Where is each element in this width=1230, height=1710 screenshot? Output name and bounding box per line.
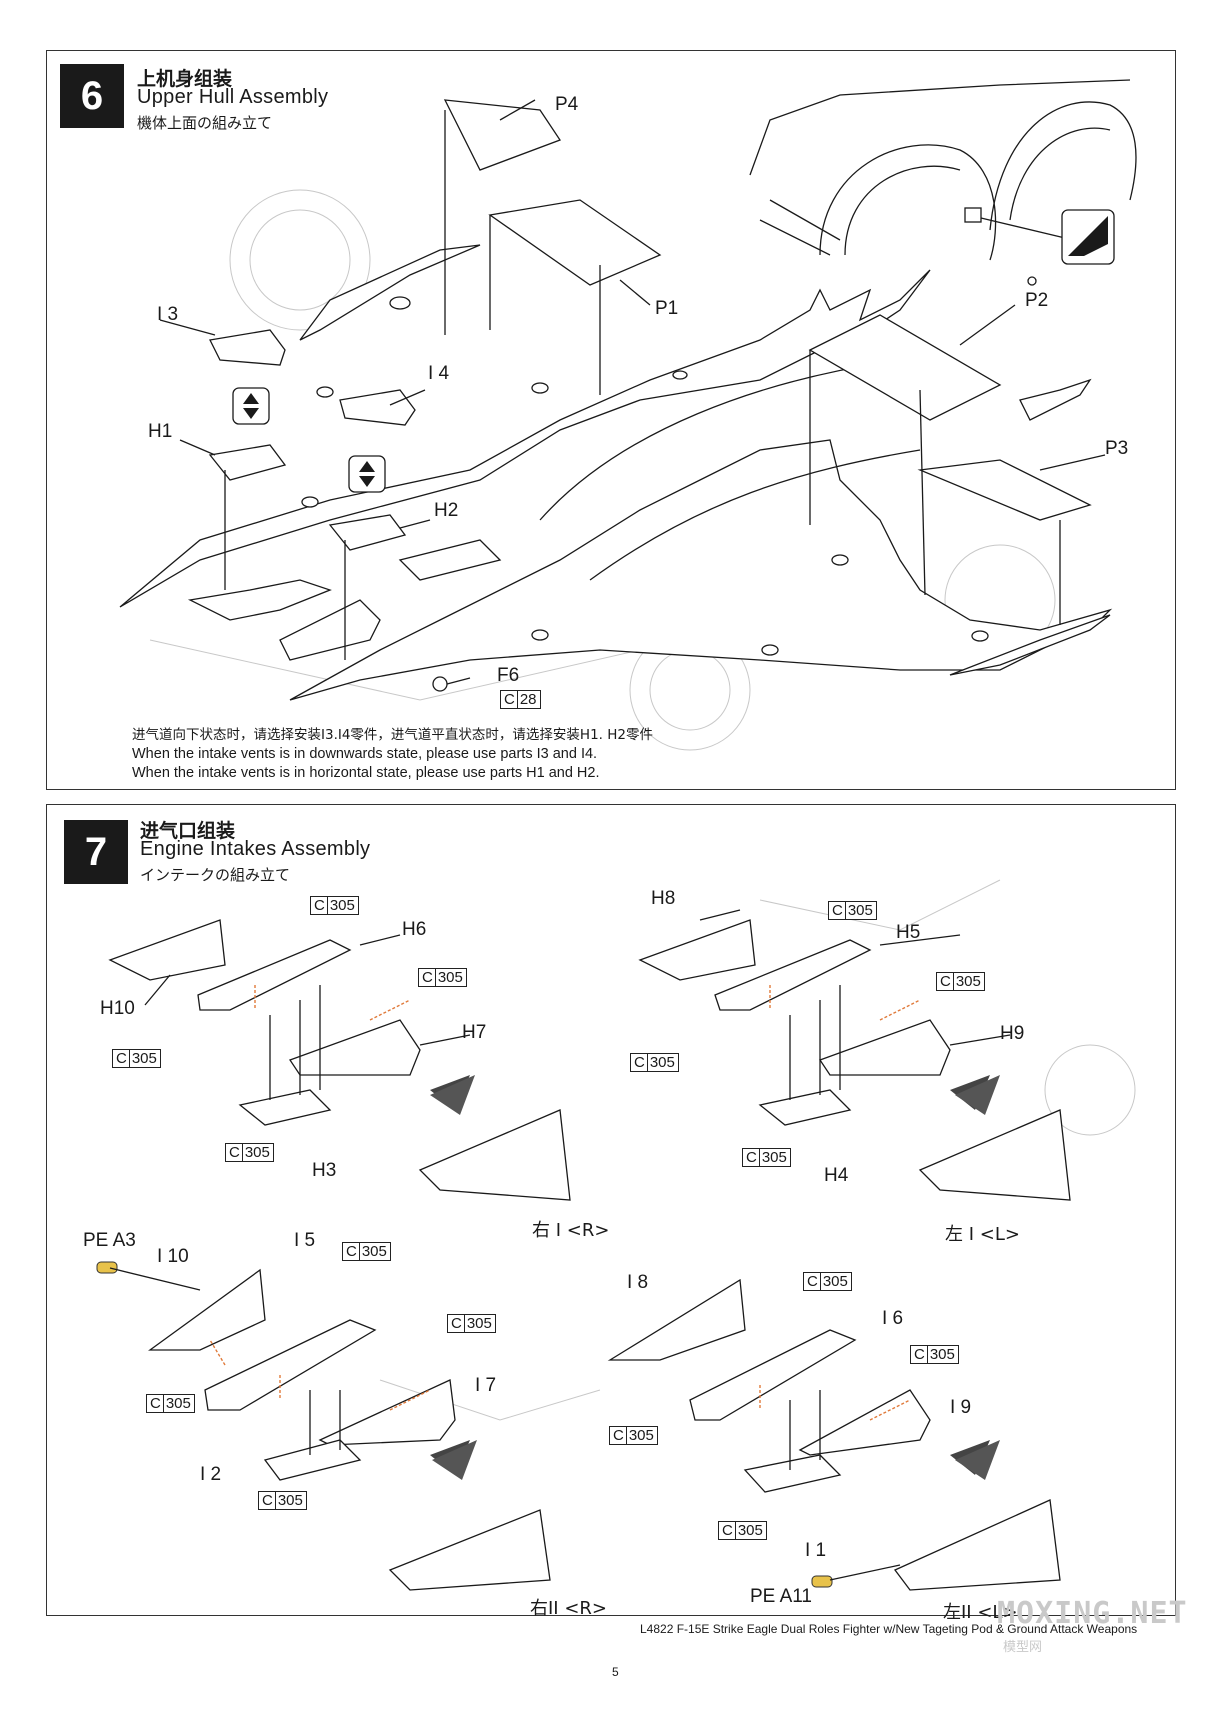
part-label-f6: F6 [497, 665, 520, 686]
inset-detail-drawing [749, 79, 1137, 265]
part-label-h7: H7 [462, 1022, 487, 1043]
upper-hull-drawing [119, 244, 1113, 701]
part-label-i9: I 9 [950, 1397, 972, 1418]
part-label-i5: I 5 [294, 1230, 316, 1251]
step7-panel [46, 804, 1176, 1616]
step7-title-jp: インテークの組み立て [140, 866, 291, 884]
intake-assembly-r1 [108, 919, 571, 1201]
part-label-i3: I 3 [157, 304, 179, 325]
intake-assembly-l1 [638, 919, 1071, 1201]
part-label-h10: H10 [100, 998, 135, 1019]
watermark: MOXING.NET [997, 1596, 1188, 1631]
part-label-p3: P3 [1105, 438, 1129, 459]
panel-parts [208, 99, 1092, 551]
result-label-l2: 左II <L> [943, 1602, 1018, 1623]
part-label-i2: I 2 [200, 1464, 222, 1485]
bleed-through-artwork [149, 189, 1136, 1421]
step6-title-en: Upper Hull Assembly [137, 86, 329, 108]
step6-note-cn: 进气道向下状态时，请选择安装I3.I4零件，进气道平直状态时，请选择安装H1. … [132, 727, 653, 743]
part-label-h8: H8 [651, 888, 676, 909]
part-label-h9: H9 [1000, 1023, 1025, 1044]
part-label-p2: P2 [1025, 290, 1049, 311]
part-label-p4: P4 [555, 94, 579, 115]
footer-text: L4822 F-15E Strike Eagle Dual Roles Figh… [640, 1622, 1138, 1636]
part-label-pe-a3: PE A3 [83, 1230, 136, 1251]
watermark-sub: 模型网 [1003, 1640, 1043, 1655]
up-down-symbol [232, 387, 386, 493]
step7-title-cn: 进气口组装 [140, 820, 236, 842]
part-label-h1: H1 [148, 421, 173, 442]
part-label-i6: I 6 [882, 1308, 904, 1329]
part-label-h4: H4 [824, 1165, 849, 1186]
part-label-i8: I 8 [627, 1272, 649, 1293]
part-label-h5: H5 [896, 922, 921, 943]
intake-leaders [109, 909, 1011, 1581]
part-label-i1: I 1 [805, 1540, 827, 1561]
step6-title-jp: 機体上面の組み立て [137, 114, 273, 132]
move-arrows [430, 1075, 1000, 1480]
step6-title-cn: 上机身组装 [137, 68, 233, 90]
assembly-arrows [159, 99, 1106, 660]
result-label-r2: 右II <R> [530, 1598, 608, 1619]
step6-note: 进气道向下状态时，请选择安装I3.I4零件，进气道平直状态时，请选择安装H1. … [132, 726, 1032, 783]
part-label-h2: H2 [434, 500, 459, 521]
part-label-i7: I 7 [475, 1375, 497, 1396]
step7-title-en: Engine Intakes Assembly [140, 838, 371, 860]
page-number: 5 [612, 1665, 619, 1679]
part-label-p1: P1 [655, 298, 679, 319]
intake-dashed-guides [209, 985, 921, 1421]
part-label-h3: H3 [312, 1160, 337, 1181]
intake-assembly-l2 [607, 1278, 1061, 1591]
intake-assembly-r2 [96, 1261, 551, 1591]
step6-number: 6 [60, 64, 124, 128]
step7-number: 7 [64, 820, 128, 884]
result-label-r1: 右 I <R> [532, 1220, 610, 1241]
step6-note-en1: When the intake vents is in downwards st… [132, 746, 598, 762]
part-label-h6: H6 [402, 919, 427, 940]
result-label-l1: 左 I <L> [945, 1224, 1020, 1245]
part-label-i10: I 10 [157, 1246, 189, 1267]
part-label-pe-a11: PE A11 [750, 1586, 812, 1607]
part-label-i4: I 4 [428, 363, 450, 384]
step6-note-en2: When the intake vents is in horizontal s… [132, 765, 600, 781]
